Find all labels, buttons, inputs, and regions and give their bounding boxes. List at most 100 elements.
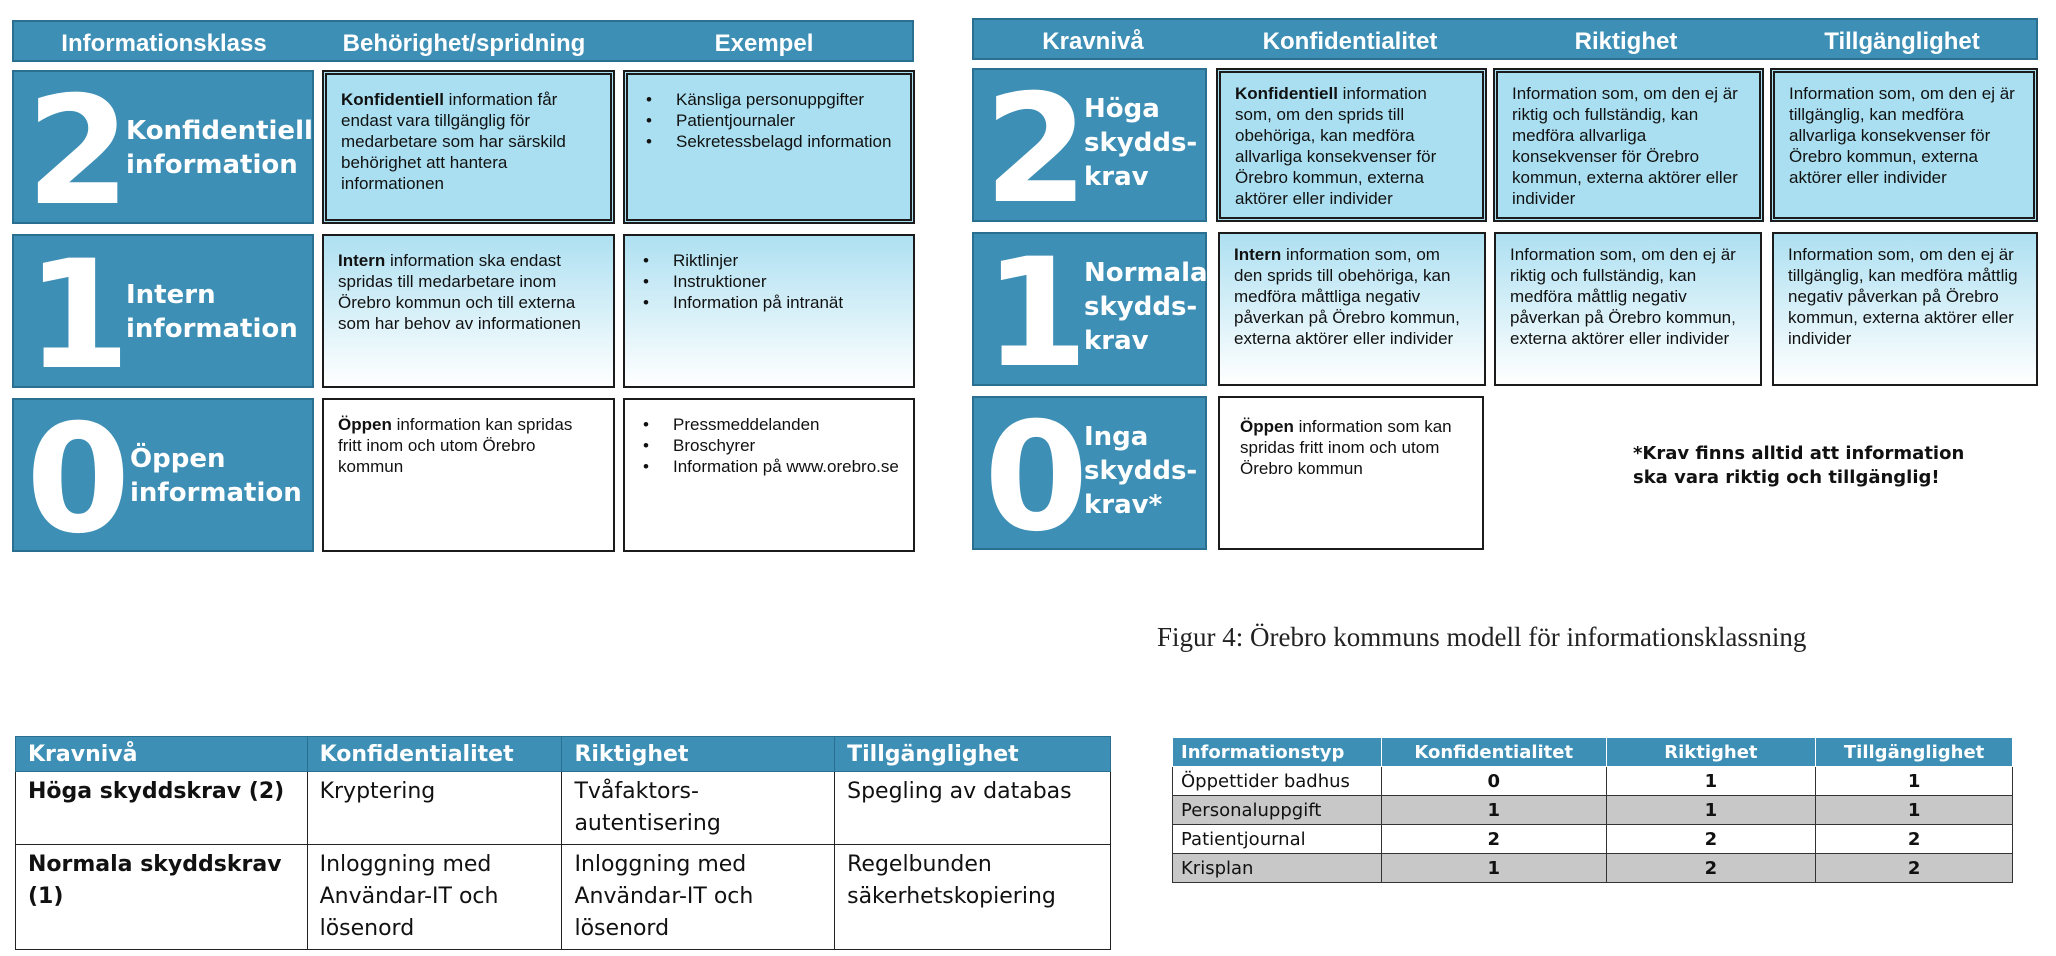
example-item: Information på www.orebro.se (639, 456, 899, 477)
level-1-riktighet: Information som, om den ej är riktig och… (1494, 232, 1762, 386)
class-2-examples: Känsliga personuppgifter Patientjournale… (623, 70, 915, 224)
cell-line: Kryptering (319, 779, 436, 804)
class-label: Intern information (126, 280, 298, 344)
konf-cell: Inloggning med Användar-IT och lösenord (306, 844, 563, 950)
rikt-cell: Inloggning med Användar-IT och lösenord (561, 844, 836, 950)
level-0-konfidentialitet: Öppen information som kan spridas fritt … (1218, 396, 1484, 550)
right-diagram-header: Kravnivå Konfidentialitet Riktighet Till… (972, 18, 2038, 60)
type-cell: Personaluppgift (1172, 795, 1382, 825)
type-cell: Öppettider badhus (1172, 766, 1382, 796)
example-item: Patientjournaler (642, 110, 896, 131)
measures-table: Kravnivå Konfidentialitet Riktighet Till… (15, 736, 1111, 950)
konf-value: 1 (1380, 853, 1607, 883)
desc-bold: Intern (338, 251, 386, 270)
till-value: 2 (1815, 824, 2013, 854)
konf-value: 0 (1380, 766, 1607, 796)
col-header: Informationstyp (1172, 737, 1382, 767)
header-konfidentialitet: Konfidentialitet (1262, 28, 1438, 55)
cell-line: Regelbunden (847, 852, 992, 877)
header-tillganglighet: Tillgänglighet (1824, 28, 1980, 55)
example-item: Riktlinjer (639, 250, 899, 271)
footnote-line-2: ska vara riktig och tillgänglig! (1633, 467, 1940, 488)
konf-value: 2 (1380, 824, 1607, 854)
level-label: Normala skydds- krav (1084, 258, 1208, 356)
level-number: 1 (984, 227, 1089, 401)
desc-text: information kan spridas fritt inom och u… (338, 415, 573, 476)
cell-line: Spegling av databas (847, 779, 1072, 804)
type-cell: Krisplan (1172, 853, 1382, 883)
level-1-cell: 1 Normala skydds- krav (972, 227, 1208, 401)
cell-line: autentisering (574, 811, 721, 836)
cell-line: Tvåfaktors- (574, 779, 699, 804)
conf-text: information som kan spridas fritt inom o… (1240, 417, 1452, 478)
class-label: Konfidentiell information (126, 116, 313, 180)
level-1-konfidentialitet: Intern information som, om den sprids ti… (1218, 232, 1486, 386)
level-1-tillganglighet: Information som, om den ej är tillgängli… (1772, 232, 2038, 386)
riktighet-text: Information som, om den ej är riktig och… (1510, 245, 1736, 348)
konf-cell: Kryptering (306, 771, 563, 845)
till-value: 1 (1815, 795, 2013, 825)
left-diagram-header: Informationsklass Behörighet/spridning E… (12, 20, 914, 62)
class-0-description: Öppen information kan spridas fritt inom… (322, 398, 615, 552)
conf-bold: Intern (1234, 245, 1282, 264)
level-number: 0 (984, 391, 1089, 565)
level-text: Höga skyddskrav (2) (28, 779, 285, 804)
header-exempel: Exempel (714, 30, 814, 57)
riktighet-text: Information som, om den ej är riktig och… (1512, 84, 1738, 208)
example-item: Känsliga personuppgifter (642, 89, 896, 110)
cell-line: lösenord (574, 916, 670, 941)
tillganglighet-text: Information som, om den ej är tillgängli… (1789, 84, 2015, 187)
level-2-riktighet: Information som, om den ej är riktig och… (1493, 68, 1764, 222)
cell-line: lösenord (319, 916, 415, 941)
level-number: 2 (984, 63, 1089, 237)
till-cell: Regelbunden säkerhetskopiering (834, 844, 1111, 950)
class-number: 2 (26, 65, 131, 239)
level-cell: Höga skyddskrav (2) (15, 771, 308, 845)
example-item: Information på intranät (639, 292, 899, 313)
figure-caption: Figur 4: Örebro kommuns modell för infor… (1157, 622, 1807, 652)
class-1-cell: 1 Intern information (12, 234, 314, 391)
conf-text: information som, om den sprids till obeh… (1234, 245, 1460, 348)
cell-line: Användar-IT och (574, 884, 754, 909)
information-types-table: Informationstyp Konfidentialitet Riktigh… (1172, 737, 2013, 883)
col-header: Riktighet (561, 736, 836, 772)
desc-text: information ska endast spridas till meda… (338, 251, 581, 333)
desc-bold: Öppen (338, 415, 392, 434)
cell-line: Användar-IT och (319, 884, 499, 909)
col-header: Konfidentialitet (306, 736, 563, 772)
table-row: Normala skyddskrav (1) Inloggning med An… (15, 844, 1111, 950)
example-item: Sekretessbelagd information (642, 131, 896, 152)
rikt-cell: Tvåfaktors- autentisering (561, 771, 836, 845)
example-item: Pressmeddelanden (639, 414, 899, 435)
header-riktighet: Riktighet (1574, 28, 1678, 55)
class-number: 0 (26, 393, 131, 567)
header-kravniva: Kravnivå (1042, 28, 1144, 55)
header-informationsklass: Informationsklass (61, 30, 267, 57)
col-header: Tillgänglighet (834, 736, 1111, 772)
class-0-examples: Pressmeddelanden Broschyrer Information … (623, 398, 915, 552)
class-1-description: Intern information ska endast spridas ti… (322, 234, 615, 388)
cell-line: Inloggning med (319, 852, 492, 877)
example-item: Broschyrer (639, 435, 899, 456)
col-header: Riktighet (1605, 737, 1817, 767)
class-2-description: Konfidentiell information får endast var… (322, 70, 615, 224)
tillganglighet-text: Information som, om den ej är tillgängli… (1788, 245, 2018, 348)
class-1-examples: Riktlinjer Instruktioner Information på … (623, 234, 915, 388)
konf-value: 1 (1380, 795, 1607, 825)
rikt-value: 2 (1605, 853, 1817, 883)
rikt-value: 2 (1605, 824, 1817, 854)
conf-bold: Öppen (1240, 417, 1294, 436)
table-header-row: Informationstyp Konfidentialitet Riktigh… (1172, 737, 2013, 767)
desc-text: information får endast vara tillgänglig … (341, 90, 566, 193)
col-header: Tillgänglighet (1815, 737, 2013, 767)
cell-line: Inloggning med (574, 852, 747, 877)
table-row: Personaluppgift 1 1 1 (1172, 795, 2013, 825)
level-text: Normala skyddskrav (1) (28, 852, 282, 909)
example-item: Instruktioner (639, 271, 899, 292)
conf-bold: Konfidentiell (1235, 84, 1338, 103)
type-cell: Patientjournal (1172, 824, 1382, 854)
rikt-value: 1 (1605, 766, 1817, 796)
col-header: Kravnivå (15, 736, 308, 772)
level-2-tillganglighet: Information som, om den ej är tillgängli… (1770, 68, 2038, 222)
header-behorighet: Behörighet/spridning (342, 30, 586, 57)
